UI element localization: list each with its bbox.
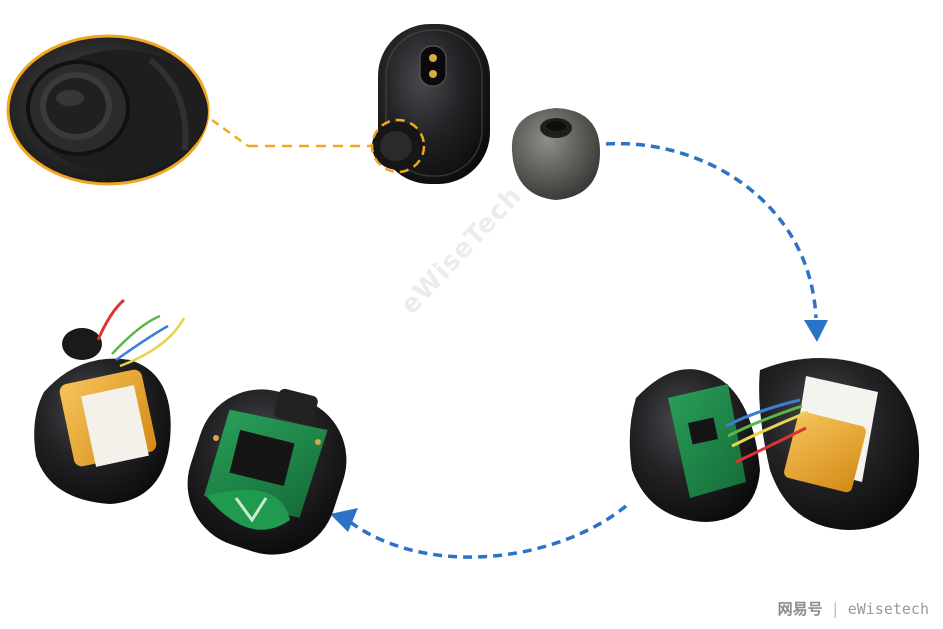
credit-platform: 网易号 — [777, 600, 823, 618]
callout-leader — [211, 118, 249, 148]
triangle-arrowhead-icon — [330, 508, 358, 532]
source-credit: 网易号 | eWisetech — [778, 598, 929, 619]
earbud-assembled — [370, 24, 490, 184]
earbud-battery-shell — [34, 298, 186, 504]
silicone-ear-tip — [511, 108, 600, 200]
credit-separator: | — [830, 600, 840, 618]
zoom-callout — [6, 34, 210, 186]
credit-author: eWisetech — [847, 600, 929, 618]
flow-arrow-1 — [605, 141, 818, 319]
flow-arrow-2 — [348, 504, 628, 559]
earbud-pcb-module — [187, 388, 347, 555]
triangle-arrowhead-icon — [804, 320, 828, 342]
earbud-opened-halves — [629, 358, 920, 530]
